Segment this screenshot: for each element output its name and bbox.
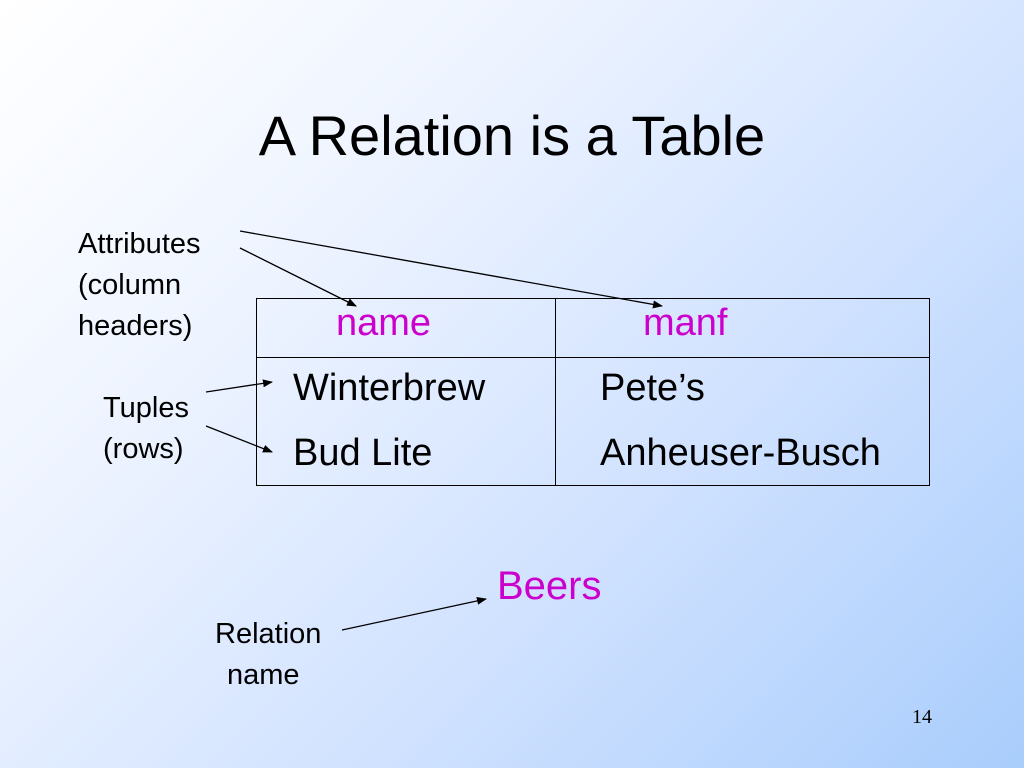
relation-name-label-line-2: name	[227, 659, 300, 691]
arrow-tuples-to-row1	[205, 379, 273, 393]
relation-table: name manf Winterbrew Pete’s Bud Lite Anh…	[256, 298, 930, 486]
slide-title: A Relation is a Table	[258, 104, 766, 167]
arrow-relation-name-to-beers	[341, 596, 487, 631]
table-cell-row2-name: Bud Lite	[293, 432, 433, 474]
relation-name-label-line-1: Relation	[215, 618, 322, 650]
attributes-label-line-1: Attributes	[78, 228, 201, 260]
arrow-attributes-to-name	[239, 247, 357, 307]
relation-name: Beers	[497, 564, 602, 608]
tuples-label-line-2: (rows)	[103, 433, 184, 465]
table-cell-row1-manf: Pete’s	[600, 367, 705, 409]
tuples-annotation: Tuples (rows)	[103, 388, 189, 470]
table-cell-row2-manf: Anheuser-Busch	[600, 432, 881, 474]
arrow-attributes-to-manf	[239, 230, 663, 309]
table-cell-row1-name: Winterbrew	[293, 367, 486, 409]
attributes-annotation: Attributes (column headers)	[78, 224, 201, 347]
column-header-name: name	[336, 302, 432, 344]
table-header-divider	[257, 357, 929, 358]
tuples-label-line-1: Tuples	[103, 392, 189, 424]
relation-name-annotation: Relation name	[215, 614, 321, 696]
column-header-manf: manf	[643, 302, 728, 344]
page-number: 14	[912, 706, 932, 728]
table-column-divider	[555, 299, 556, 485]
attributes-label-line-3: headers)	[78, 310, 193, 342]
attributes-label-line-2: (column	[78, 269, 182, 301]
arrow-tuples-to-row2	[205, 425, 273, 453]
